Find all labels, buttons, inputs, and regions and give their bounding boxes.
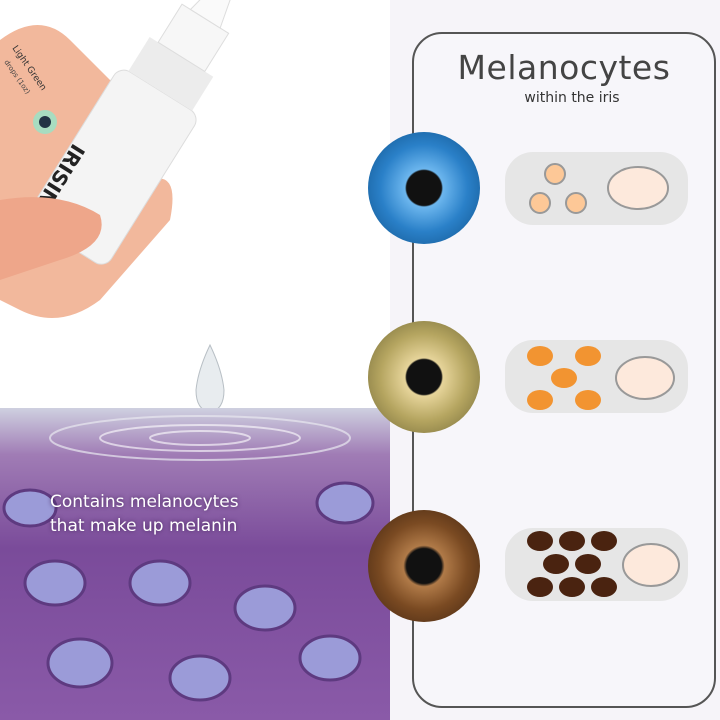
caption-line-2: that make up melanin	[50, 516, 238, 536]
melanocyte	[575, 554, 601, 574]
skin-tissue-image	[0, 408, 390, 720]
melanocyte-caption: Contains melanocytes that make up melani…	[50, 490, 239, 538]
brown-eye-icon	[368, 510, 480, 622]
melanocyte	[575, 390, 601, 410]
cell-nucleus	[615, 356, 675, 400]
hazel-eye-icon	[368, 321, 480, 433]
melanocyte	[544, 163, 566, 185]
cell-nucleus	[622, 543, 680, 587]
melanocyte	[591, 531, 617, 551]
eye-drop-bottle-in-hand: IRISINK Light Green drops (1oz)	[0, 0, 237, 413]
panel-subtitle: within the iris	[524, 90, 620, 106]
melanocyte	[527, 390, 553, 410]
blue-eye-icon	[368, 132, 480, 244]
melanocyte	[559, 531, 585, 551]
melanocyte	[527, 531, 553, 551]
melanocyte	[591, 577, 617, 597]
melanocyte	[575, 346, 601, 366]
cell-nucleus	[607, 166, 669, 210]
melanocyte	[559, 577, 585, 597]
melanocyte	[551, 368, 577, 388]
panel-title: Melanocytes	[457, 48, 671, 87]
caption-line-1: Contains melanocytes	[50, 492, 239, 512]
melanocyte	[527, 346, 553, 366]
melanocyte	[529, 192, 551, 214]
melanocyte	[565, 192, 587, 214]
melanocyte	[543, 554, 569, 574]
melanocyte	[527, 577, 553, 597]
